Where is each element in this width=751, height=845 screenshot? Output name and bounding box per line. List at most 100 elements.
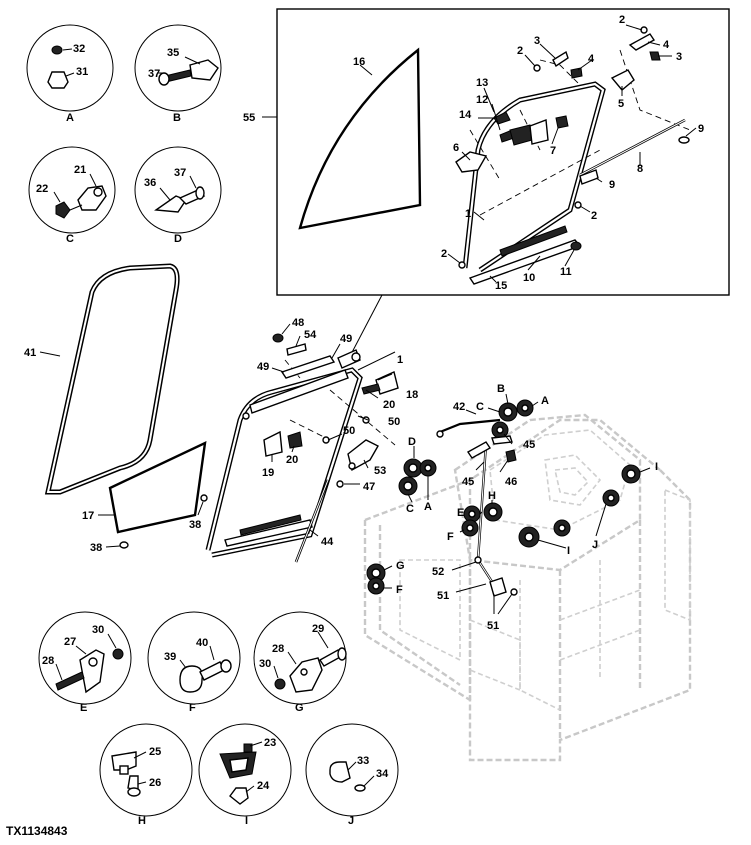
callout-44: 44 xyxy=(321,536,334,548)
callout-i-main-2: I xyxy=(567,545,570,557)
callout-12: 12 xyxy=(476,94,488,106)
callout-54: 54 xyxy=(304,329,317,341)
callout-g-main: G xyxy=(396,560,405,572)
callout-8: 8 xyxy=(637,163,643,175)
callout-27: 27 xyxy=(64,636,76,648)
callout-9-b: 9 xyxy=(609,179,615,191)
callout-46: 46 xyxy=(505,476,517,488)
callout-50-b: 50 xyxy=(343,425,355,437)
detail-circle-i: 23 24 I xyxy=(198,723,292,827)
callout-2-c: 2 xyxy=(591,210,597,222)
callout-30: 30 xyxy=(92,624,104,636)
callout-18: 18 xyxy=(406,389,418,401)
callout-2-b: 2 xyxy=(619,14,625,26)
callout-25: 25 xyxy=(149,746,161,758)
detail-circle-f: 39 40 F xyxy=(147,611,241,714)
callout-28-g: 28 xyxy=(272,643,284,655)
callout-17: 17 xyxy=(82,510,94,522)
callout-40: 40 xyxy=(196,637,208,649)
callout-6: 6 xyxy=(453,142,459,154)
detail-label-j: J xyxy=(348,815,354,827)
detail-circle-h: 25 26 H xyxy=(99,723,193,827)
callout-15: 15 xyxy=(495,280,507,292)
callout-1: 1 xyxy=(465,208,471,220)
callout-31: 31 xyxy=(76,66,88,78)
callout-5: 5 xyxy=(618,98,624,110)
callout-38: 38 xyxy=(189,519,201,531)
callout-52: 52 xyxy=(432,566,444,578)
callout-23: 23 xyxy=(264,737,276,749)
callout-20-b: 20 xyxy=(286,454,298,466)
detail-label-e: E xyxy=(80,702,87,714)
detail-circle-j: 33 34 J xyxy=(305,723,399,827)
detail-label-f: F xyxy=(189,702,196,714)
callout-13: 13 xyxy=(476,77,488,89)
callout-c-main-2: C xyxy=(406,503,414,515)
callout-34: 34 xyxy=(376,768,389,780)
callout-14: 14 xyxy=(459,109,472,121)
callout-36: 36 xyxy=(144,177,156,189)
callout-42: 42 xyxy=(453,401,465,413)
callout-30-g: 30 xyxy=(259,658,271,670)
callout-f-main: F xyxy=(447,531,454,543)
callout-e-main: E xyxy=(457,507,464,519)
cab-outline xyxy=(363,413,692,762)
callout-d-main: D xyxy=(408,436,416,448)
callout-51: 51 xyxy=(437,590,449,602)
callout-48: 48 xyxy=(292,317,304,329)
callout-j-main: J xyxy=(592,539,598,551)
callout-2: 2 xyxy=(517,45,523,57)
callout-7: 7 xyxy=(550,145,556,157)
callout-47: 47 xyxy=(363,481,375,493)
detail-circle-d: 36 37 D xyxy=(134,146,222,245)
callout-10: 10 xyxy=(523,272,535,284)
callout-49-b: 49 xyxy=(257,361,269,373)
callout-45: 45 xyxy=(523,439,535,451)
callout-41: 41 xyxy=(24,347,36,359)
callout-50: 50 xyxy=(388,416,400,428)
detail-label-h: H xyxy=(138,815,146,827)
drawing-id: TX1134843 xyxy=(6,824,68,838)
callout-11: 11 xyxy=(560,266,572,278)
callout-1-main: 1 xyxy=(397,354,403,366)
callout-a-main-2: A xyxy=(424,501,432,513)
detail-label-d: D xyxy=(174,233,182,245)
callout-32: 32 xyxy=(73,43,85,55)
callout-4: 4 xyxy=(588,53,595,65)
callout-i-main: I xyxy=(655,461,658,473)
callout-2-d: 2 xyxy=(441,248,447,260)
callout-3: 3 xyxy=(534,35,540,47)
callout-53: 53 xyxy=(374,465,386,477)
callout-a-main: A xyxy=(541,395,549,407)
inset-box-55: 55 16 xyxy=(243,8,730,296)
cab-hardware: 42 C B A 45 45 46 D A C H E F I J I G F … xyxy=(366,383,658,632)
callout-22: 22 xyxy=(36,183,48,195)
detail-circle-a: 32 31 A xyxy=(26,24,114,124)
callout-c-main: C xyxy=(476,401,484,413)
door-frame-main: 48 54 49 49 1 18 20 50 50 19 20 53 47 44 xyxy=(205,317,418,563)
detail-label-b: B xyxy=(173,112,181,124)
callout-29: 29 xyxy=(312,623,324,635)
callout-49: 49 xyxy=(340,333,352,345)
callout-20: 20 xyxy=(383,399,395,411)
callout-9: 9 xyxy=(698,123,704,135)
callout-39: 39 xyxy=(164,651,176,663)
callout-16: 16 xyxy=(353,56,365,68)
detail-circle-b: 35 37 B xyxy=(134,24,222,124)
callout-4-b: 4 xyxy=(663,39,670,51)
callout-19: 19 xyxy=(262,467,274,479)
detail-label-a: A xyxy=(66,112,74,124)
detail-label-i: I xyxy=(245,815,248,827)
callout-37: 37 xyxy=(148,68,160,80)
detail-label-c: C xyxy=(66,233,74,245)
detail-label-g: G xyxy=(295,702,304,714)
detail-circle-g: 28 29 30 G xyxy=(253,611,347,714)
callout-24: 24 xyxy=(257,780,270,792)
detail-circle-c: 21 22 C xyxy=(28,146,116,245)
inset-callout-55: 55 xyxy=(243,112,255,124)
callout-45-b: 45 xyxy=(462,476,474,488)
callout-51-b: 51 xyxy=(487,620,499,632)
callout-33: 33 xyxy=(357,755,369,767)
callout-21: 21 xyxy=(74,164,86,176)
